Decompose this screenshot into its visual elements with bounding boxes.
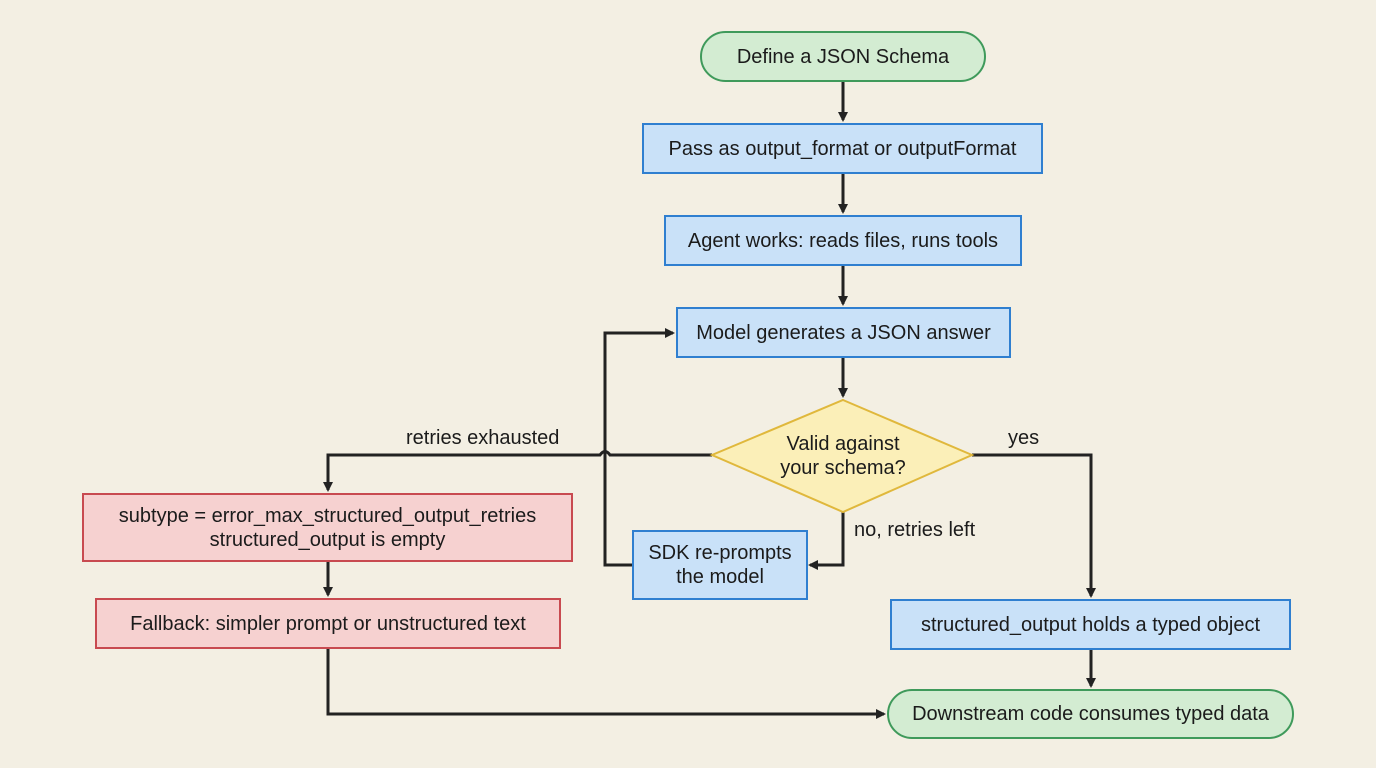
node-label: Fallback: simpler prompt or unstructured… <box>130 612 526 635</box>
node-label: structured_output holds a typed object <box>920 613 1261 636</box>
edge-label-retries-exhausted: retries exhausted <box>406 427 560 449</box>
edge-decision-to-sdk <box>808 512 845 570</box>
error-node-fallback: Fallback: simpler prompt or unstructured… <box>95 598 561 649</box>
node-label: Pass as output_format or outputFormat <box>668 137 1017 160</box>
edge-fallback-to-downstream <box>326 649 886 719</box>
edge-sdk-to-model <box>603 328 675 567</box>
process-node-sdk-reprompts: SDK re-prompts the model <box>632 530 808 600</box>
process-node-model-generates: Model generates a JSON answer <box>676 307 1011 358</box>
process-node-structured-output: structured_output holds a typed object <box>890 599 1291 650</box>
process-node-agent-works: Agent works: reads files, runs tools <box>664 215 1022 266</box>
end-node-downstream: Downstream code consumes typed data <box>887 689 1294 739</box>
node-label: Model generates a JSON answer <box>696 321 991 344</box>
start-node-define-schema: Define a JSON Schema <box>700 31 986 82</box>
node-label: subtype = error_max_structured_output_re… <box>118 504 537 551</box>
edge-decision-to-structured <box>972 453 1096 598</box>
error-node-subtype: subtype = error_max_structured_output_re… <box>82 493 573 562</box>
decision-diamond <box>709 398 975 514</box>
edge-decision-to-error <box>323 450 712 492</box>
node-label: Define a JSON Schema <box>736 45 950 68</box>
edge-label-yes: yes <box>1008 427 1040 449</box>
process-node-pass-output-format: Pass as output_format or outputFormat <box>642 123 1043 174</box>
edge-label-no-retries-left: no, retries left <box>854 519 976 541</box>
node-label: Downstream code consumes typed data <box>912 703 1269 725</box>
node-label: SDK re-prompts the model <box>648 542 792 588</box>
decision-label: Valid against your schema? <box>780 433 906 479</box>
node-label: Agent works: reads files, runs tools <box>687 229 999 252</box>
